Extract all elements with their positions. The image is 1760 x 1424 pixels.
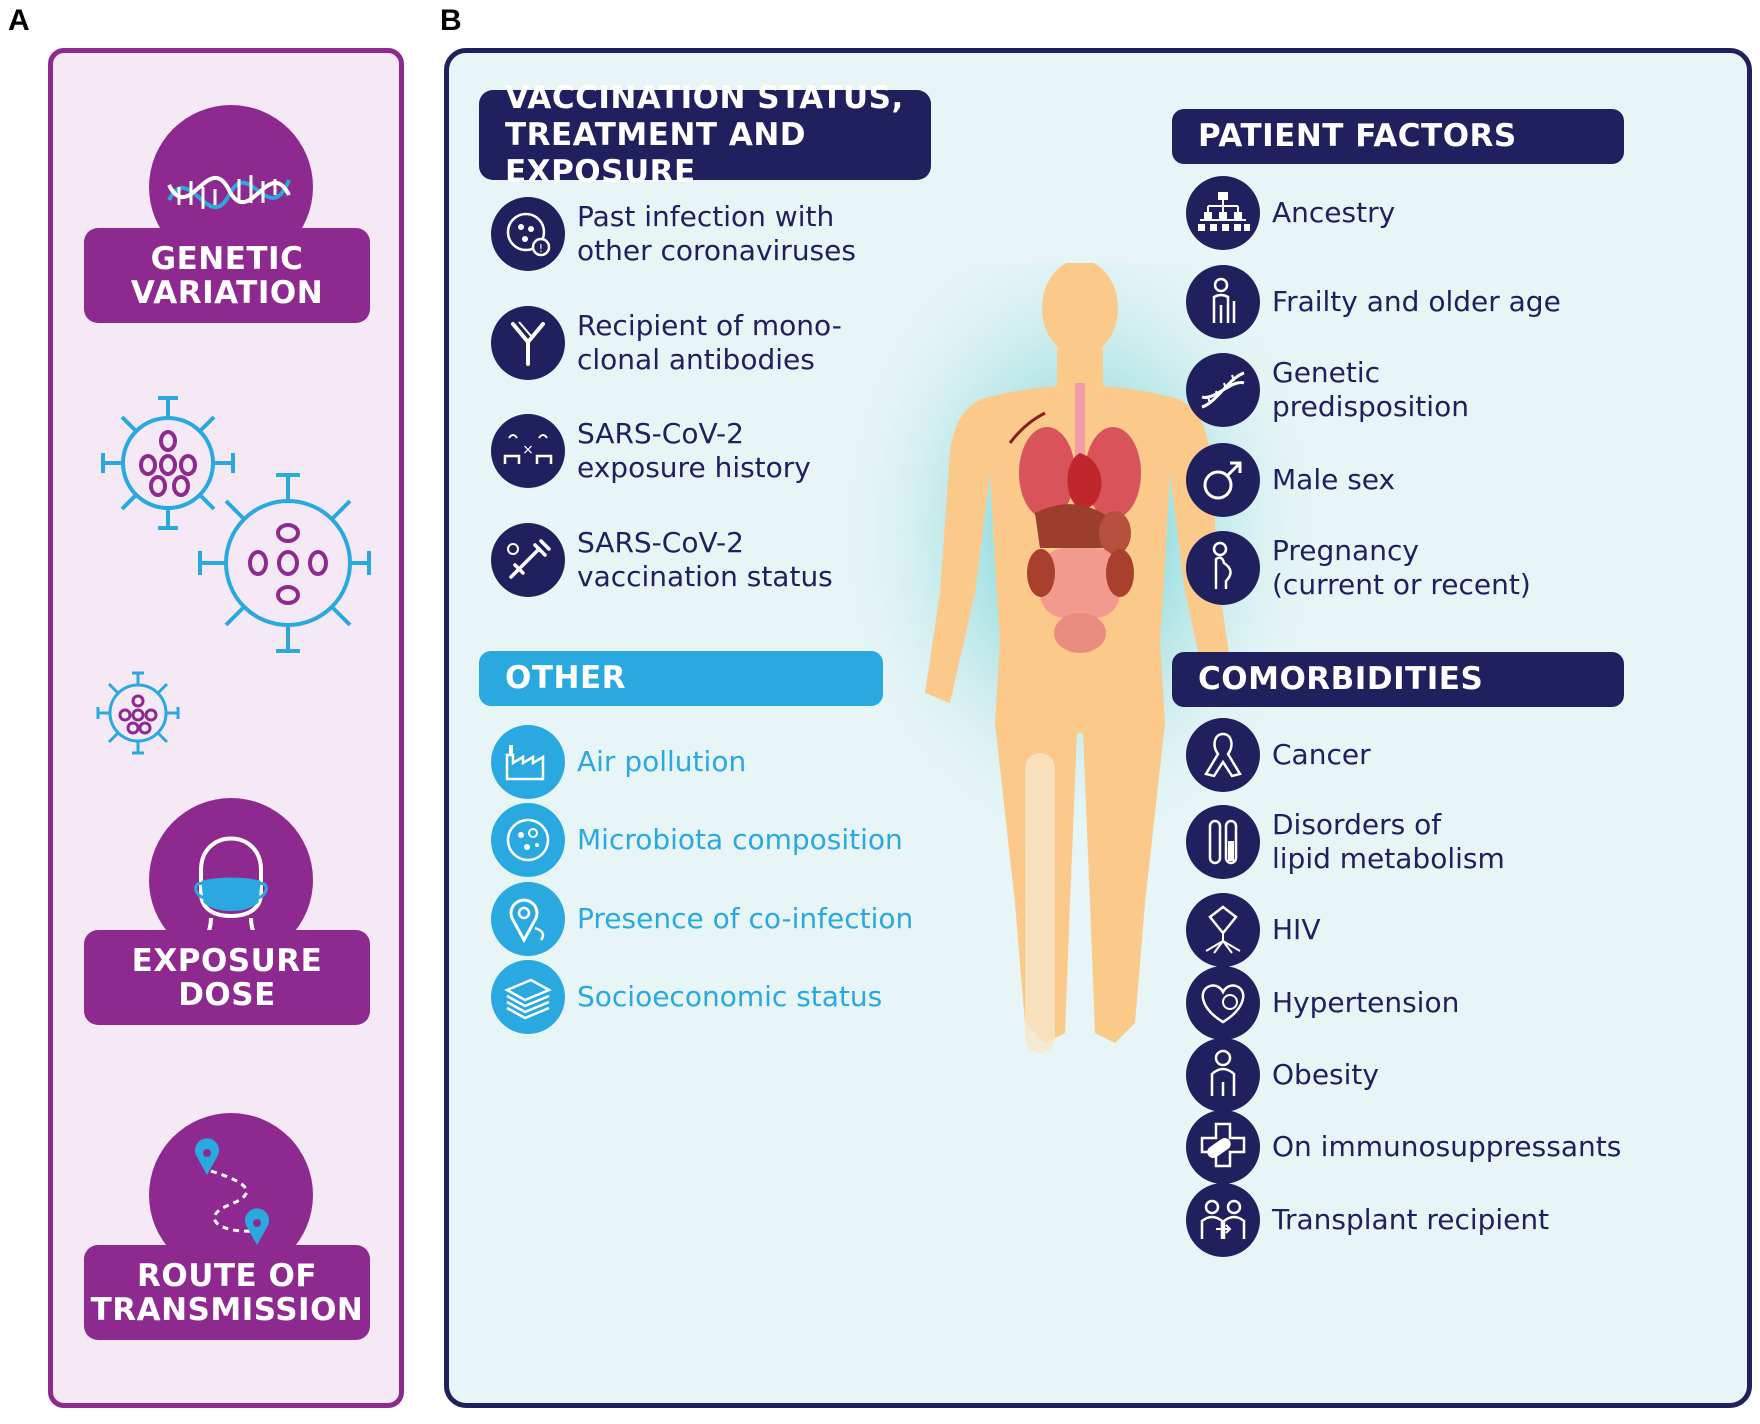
face-mask-icon bbox=[188, 836, 274, 952]
patient-factors-header: PATIENT FACTORS bbox=[1172, 109, 1624, 164]
family-tree-icon bbox=[1186, 176, 1260, 250]
person-icon bbox=[1186, 1038, 1260, 1112]
male-symbol-icon bbox=[1186, 443, 1260, 517]
other-header: OTHER bbox=[479, 651, 883, 706]
list-item: Obesity bbox=[1186, 1038, 1379, 1112]
item-label: Male sex bbox=[1272, 463, 1396, 496]
list-item: Cancer bbox=[1186, 718, 1371, 792]
transplant-icon bbox=[1186, 1183, 1260, 1257]
panel-label-a: A bbox=[8, 4, 30, 37]
list-item: Recipient of mono- clonal antibodies bbox=[491, 306, 842, 380]
exposure-dose-label: EXPOSURE DOSE bbox=[84, 930, 370, 1025]
virus-icon bbox=[101, 396, 235, 530]
dna-icon bbox=[1186, 353, 1260, 427]
list-item: Hypertension bbox=[1186, 966, 1459, 1040]
list-item: Pregnancy (current or recent) bbox=[1186, 531, 1531, 605]
vaccination-header: VACCINATION STATUS, TREATMENT AND EXPOSU… bbox=[479, 80, 931, 190]
list-item: Genetic predisposition bbox=[1186, 353, 1469, 427]
item-label: Hypertension bbox=[1272, 986, 1460, 1019]
petri-dish-icon bbox=[491, 803, 565, 877]
dna-icon bbox=[167, 175, 291, 210]
item-label: Presence of co-infection bbox=[577, 902, 914, 935]
coronavirus-icon: ! bbox=[491, 197, 565, 271]
virus-icon bbox=[96, 671, 180, 755]
item-label: Obesity bbox=[1272, 1058, 1379, 1091]
list-item: Ancestry bbox=[1186, 176, 1395, 250]
pill-cross-icon bbox=[1186, 1110, 1260, 1184]
item-label: Genetic predisposition bbox=[1272, 356, 1469, 423]
test-tube-icon bbox=[1186, 805, 1260, 879]
panel-b: VACCINATION STATUS, TREATMENT AND EXPOSU… bbox=[444, 48, 1752, 1408]
heart-gauge-icon bbox=[1186, 966, 1260, 1040]
syringe-icon bbox=[491, 523, 565, 597]
ribbon-icon bbox=[1186, 718, 1260, 792]
list-item: Presence of co-infection bbox=[491, 882, 913, 956]
item-label: Transplant recipient bbox=[1272, 1203, 1550, 1236]
antibody-icon bbox=[491, 306, 565, 380]
item-label: HIV bbox=[1272, 913, 1321, 946]
panel-label-b: B bbox=[440, 4, 462, 37]
genetic-variation-label: GENETIC VARIATION bbox=[84, 228, 370, 323]
list-item: Frailty and older age bbox=[1186, 265, 1561, 339]
organs-group bbox=[1008, 383, 1141, 653]
list-item: Socioeconomic status bbox=[491, 960, 882, 1034]
item-label: Microbiota composition bbox=[577, 823, 903, 856]
item-label: Recipient of mono- clonal antibodies bbox=[577, 309, 842, 376]
route-icon bbox=[195, 1138, 269, 1245]
panel-a: GENETIC VARIATION bbox=[48, 48, 404, 1408]
money-stack-icon bbox=[491, 960, 565, 1034]
item-label: Air pollution bbox=[577, 745, 747, 778]
factory-icon bbox=[491, 725, 565, 799]
svg-text:×: × bbox=[522, 442, 534, 458]
item-label: Socioeconomic status bbox=[577, 980, 883, 1013]
item-label: Cancer bbox=[1272, 738, 1371, 771]
list-item: On immunosuppressants bbox=[1186, 1110, 1621, 1184]
list-item: × SARS-CoV-2 exposure history bbox=[491, 414, 811, 488]
list-item: Transplant recipient bbox=[1186, 1183, 1549, 1257]
location-pin-icon bbox=[491, 882, 565, 956]
list-item: Air pollution bbox=[491, 725, 746, 799]
virus-group bbox=[96, 396, 371, 755]
list-item: HIV bbox=[1186, 893, 1320, 967]
item-label: Pregnancy (current or recent) bbox=[1272, 534, 1531, 601]
exposure-icon: × bbox=[491, 414, 565, 488]
item-label: Disorders of lipid metabolism bbox=[1272, 808, 1505, 875]
list-item: Disorders of lipid metabolism bbox=[1186, 805, 1505, 879]
item-label: SARS-CoV-2 exposure history bbox=[577, 417, 811, 484]
item-label: SARS-CoV-2 vaccination status bbox=[577, 526, 833, 593]
list-item: ! Past infection with other coronaviruse… bbox=[491, 197, 856, 271]
svg-text:!: ! bbox=[539, 242, 543, 255]
route-of-transmission-label: ROUTE OF TRANSMISSION bbox=[84, 1245, 370, 1340]
item-label: Past infection with other coronaviruses bbox=[577, 200, 856, 267]
list-item: Microbiota composition bbox=[491, 803, 903, 877]
list-item: SARS-CoV-2 vaccination status bbox=[491, 523, 833, 597]
item-label: Frailty and older age bbox=[1272, 285, 1561, 318]
elderly-icon bbox=[1186, 265, 1260, 339]
virus-particle-icon bbox=[1186, 893, 1260, 967]
virus-icon bbox=[198, 473, 371, 653]
pregnancy-icon bbox=[1186, 531, 1260, 605]
comorbidities-header: COMORBIDITIES bbox=[1172, 652, 1624, 707]
list-item: Male sex bbox=[1186, 443, 1395, 517]
item-label: Ancestry bbox=[1272, 196, 1396, 229]
item-label: On immunosuppressants bbox=[1272, 1130, 1622, 1163]
